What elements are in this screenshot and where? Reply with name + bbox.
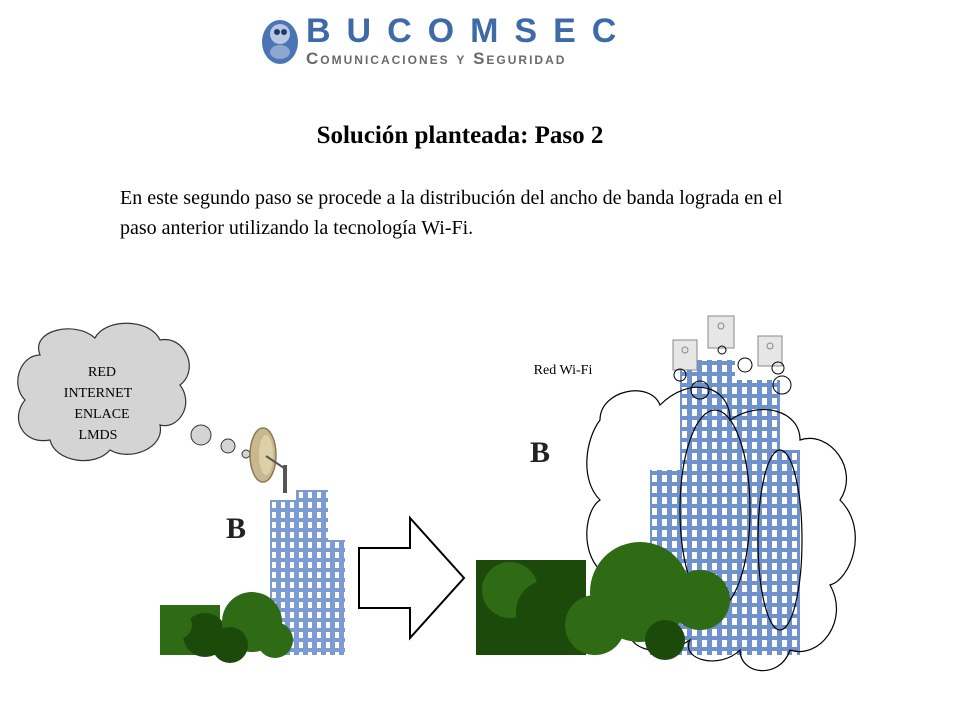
wifi-network-label: Red Wi-Fi — [534, 363, 593, 378]
bucomsec-logo: BUCOMSEC Comunicaciones y Seguridad — [262, 12, 632, 68]
logo-mascot-icon — [262, 20, 298, 64]
right-building — [476, 315, 856, 672]
satellite-dish-icon — [249, 427, 285, 483]
left-building-label: B — [226, 512, 246, 545]
left-trees — [160, 592, 293, 663]
access-point-icon — [707, 315, 735, 349]
slide-title-text: Solución planteada: Paso 2 — [316, 122, 604, 149]
logo-tagline-text: Comunicaciones y Seguridad — [306, 49, 566, 68]
access-point-icon — [672, 339, 698, 371]
access-point-icon — [757, 335, 783, 367]
right-building-label: B — [530, 436, 550, 469]
cloud-line-1: RED — [88, 365, 116, 380]
wifi-coverage-clouds — [586, 386, 856, 672]
right-trees — [476, 542, 730, 660]
cloud-line-2: INTERNET — [64, 386, 133, 401]
logo-brand-text: BUCOMSEC — [306, 12, 632, 50]
cloud-line-4: LMDS — [79, 428, 118, 443]
slide-title: Solución planteada: Paso 2 — [0, 122, 960, 150]
cloud-line-3: ENLACE — [74, 407, 129, 422]
slide-body-text: En este segundo paso se procede a la dis… — [120, 187, 783, 239]
internet-lmds-cloud: RED INTERNET ENLACE LMDS — [17, 322, 251, 462]
left-building — [160, 427, 345, 663]
right-arrow-icon — [358, 515, 466, 641]
